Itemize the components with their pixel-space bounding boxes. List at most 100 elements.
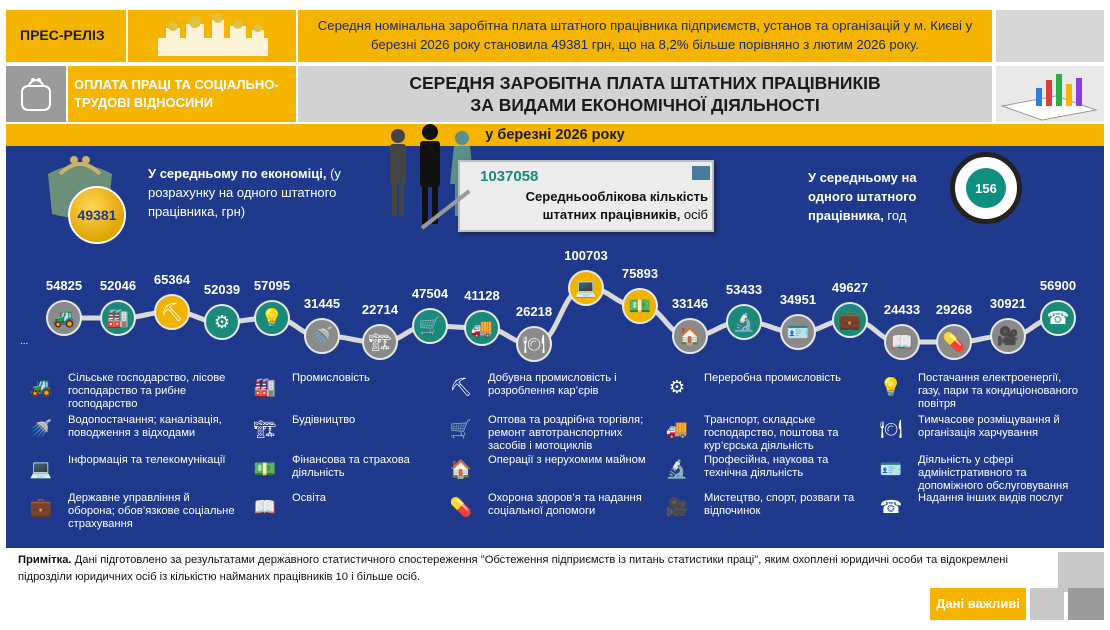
briefcase-icon: 💼 [29, 497, 53, 517]
computer-icon: 💻 [29, 459, 53, 479]
activity-value: 29268 [935, 302, 973, 317]
legend-label: Освіта [292, 492, 326, 504]
hours-caption: У середньому на одного штатного працівни… [808, 168, 936, 225]
cart-icon: 🛒 [449, 419, 473, 439]
kyiv-skyline-logo [128, 10, 296, 62]
shower-icon: 🚿 [304, 318, 340, 354]
legend-label: Інформація та телекомунікації [68, 454, 226, 466]
lightbulb-icon: 💡 [254, 300, 290, 336]
press-release-badge: ПРЕС-РЕЛІЗ [6, 10, 126, 62]
factory-icon: 🏭 [100, 300, 136, 336]
title-line-1: СЕРЕДНЯ ЗАРОБІТНА ПЛАТА ШТАТНИХ ПРАЦІВНИ… [409, 73, 881, 93]
legend-label: Державне управління й оборона; обов’язко… [68, 492, 235, 530]
legend-label: Професійна, наукова та технічна діяльніс… [704, 454, 829, 479]
legend-label: Фінансова та страхова діяльність [292, 454, 410, 479]
footer-square-light [1030, 588, 1064, 620]
activity-value: 54825 [45, 278, 83, 293]
activity-value: 52046 [99, 278, 137, 293]
tractor-icon: 🚜 [46, 300, 82, 336]
legend-label: Будівництво [292, 414, 356, 426]
important-data-button[interactable]: Дані важливі [930, 588, 1026, 620]
activity-value: 65364 [153, 272, 191, 287]
activity-value: 53433 [725, 282, 763, 297]
legend-label: Операції з нерухомим майном [488, 454, 646, 466]
activity-value: 34951 [779, 292, 817, 307]
legend-label: Сільське господарство, лісове господарст… [68, 372, 226, 410]
legend-label: Добувна промисловість і розроблення кар’… [488, 372, 617, 397]
press-label: ПРЕС-РЕЛІЗ [20, 27, 105, 43]
title-line-2: ЗА ВИДАМИ ЕКОНОМІЧНОЇ ДІЯЛЬНОСТІ [470, 95, 820, 115]
film-camera-icon: 🎥 [990, 318, 1026, 354]
shower-icon: 🚿 [29, 419, 53, 439]
activity-value: 100703 [564, 248, 608, 263]
cart-icon: 🛒 [412, 308, 448, 344]
activity-value: 33146 [671, 296, 709, 311]
activity-value: 26218 [515, 304, 553, 319]
factory-icon: 🏭 [253, 377, 277, 397]
id-card-icon: 🪪 [780, 314, 816, 350]
gears-icon: ⚙ [668, 377, 686, 397]
book-icon: 📖 [253, 497, 277, 517]
tractor-icon: 🚜 [29, 377, 53, 397]
headcount-caption: Середньооблікова кількість штатних праці… [516, 188, 708, 224]
footnote: Примітка. Дані підготовлено за результат… [6, 552, 1054, 592]
legend-label: Надання інших видів послуг [918, 492, 1064, 504]
header-decoration [996, 10, 1104, 62]
avg-wage-caption: У середньому по економіці, (у розрахунку… [148, 164, 348, 221]
legend-label: Охорона здоров’я та надання соціальної д… [488, 492, 642, 517]
truck-icon: 🚚 [464, 310, 500, 346]
food-tray-icon: 🍽 [879, 419, 903, 439]
activity-value: 56900 [1039, 278, 1077, 293]
hours-caption-unit: год [883, 208, 907, 223]
footnote-label: Примітка. [18, 554, 72, 566]
ellipsis-mark: ... [20, 336, 29, 347]
house-icon: 🏠 [672, 318, 708, 354]
money-icon: 💵 [622, 288, 658, 324]
activity-value: 52039 [203, 282, 241, 297]
house-icon: 🏠 [449, 459, 473, 479]
page-title: СЕРЕДНЯ ЗАРОБІТНА ПЛАТА ШТАТНИХ ПРАЦІВНИ… [298, 66, 992, 122]
truck-icon: 🚚 [665, 419, 689, 439]
crane-icon: 🏗 [253, 419, 277, 439]
money-icon: 💵 [253, 459, 277, 479]
microscope-icon: 🔬 [665, 459, 689, 479]
activity-value: 31445 [303, 296, 341, 311]
pill-bottle-icon: 💊 [936, 324, 972, 360]
crane-icon: 🏗 [362, 324, 398, 360]
activity-value: 22714 [361, 302, 399, 317]
food-tray-icon: 🍽 [516, 326, 552, 362]
avg-wage-caption-rest: (у розрахунку на одного штатного працівн… [148, 166, 341, 219]
activity-value: 49627 [831, 280, 869, 295]
alarm-clock-icon: 156 [950, 152, 1022, 224]
footer-decoration [1058, 552, 1104, 592]
period-banner: у березні 2026 року [6, 124, 1104, 146]
hours-value: 156 [966, 168, 1006, 208]
microscope-icon: 🔬 [726, 304, 762, 340]
footer-square-dark [1068, 588, 1104, 620]
headline-message: Середня номінальна заробітна плата штатн… [298, 10, 992, 62]
book-icon: 📖 [884, 324, 920, 360]
activity-value: 47504 [411, 286, 449, 301]
legend-label: Переробна промисловість [704, 372, 841, 384]
id-badge-icon [692, 166, 710, 180]
legend-label: Промисловість [292, 372, 370, 384]
headcount-label: Середньооблікова кількість штатних праці… [525, 189, 708, 222]
legend-label: Транспорт, складське господарство, пошто… [704, 414, 839, 452]
pill-bottle-icon: 💊 [449, 497, 473, 517]
avg-wage-badge: 49381 [68, 186, 126, 244]
headcount-value: 1037058 [480, 168, 539, 185]
legend-panel [6, 364, 1104, 548]
wallet-icon [6, 66, 66, 122]
activity-value: 75893 [621, 266, 659, 281]
headcount-unit: осіб [680, 207, 708, 222]
lightbulb-icon: 💡 [879, 377, 903, 397]
film-camera-icon: 🎥 [665, 497, 689, 517]
mining-cart-icon: ⛏ [449, 377, 473, 397]
mining-cart-icon: ⛏ [154, 294, 190, 330]
legend-label: Мистецтво, спорт, розваги та відпочинок [704, 492, 855, 517]
avg-wage-caption-bold: У середньому по економіці, [148, 166, 327, 181]
activity-value: 57095 [253, 278, 291, 293]
briefcase-icon: 💼 [832, 302, 868, 338]
footnote-text: Дані підготовлено за результатами держав… [18, 554, 1008, 583]
telephone-icon: ☎ [1040, 300, 1076, 336]
